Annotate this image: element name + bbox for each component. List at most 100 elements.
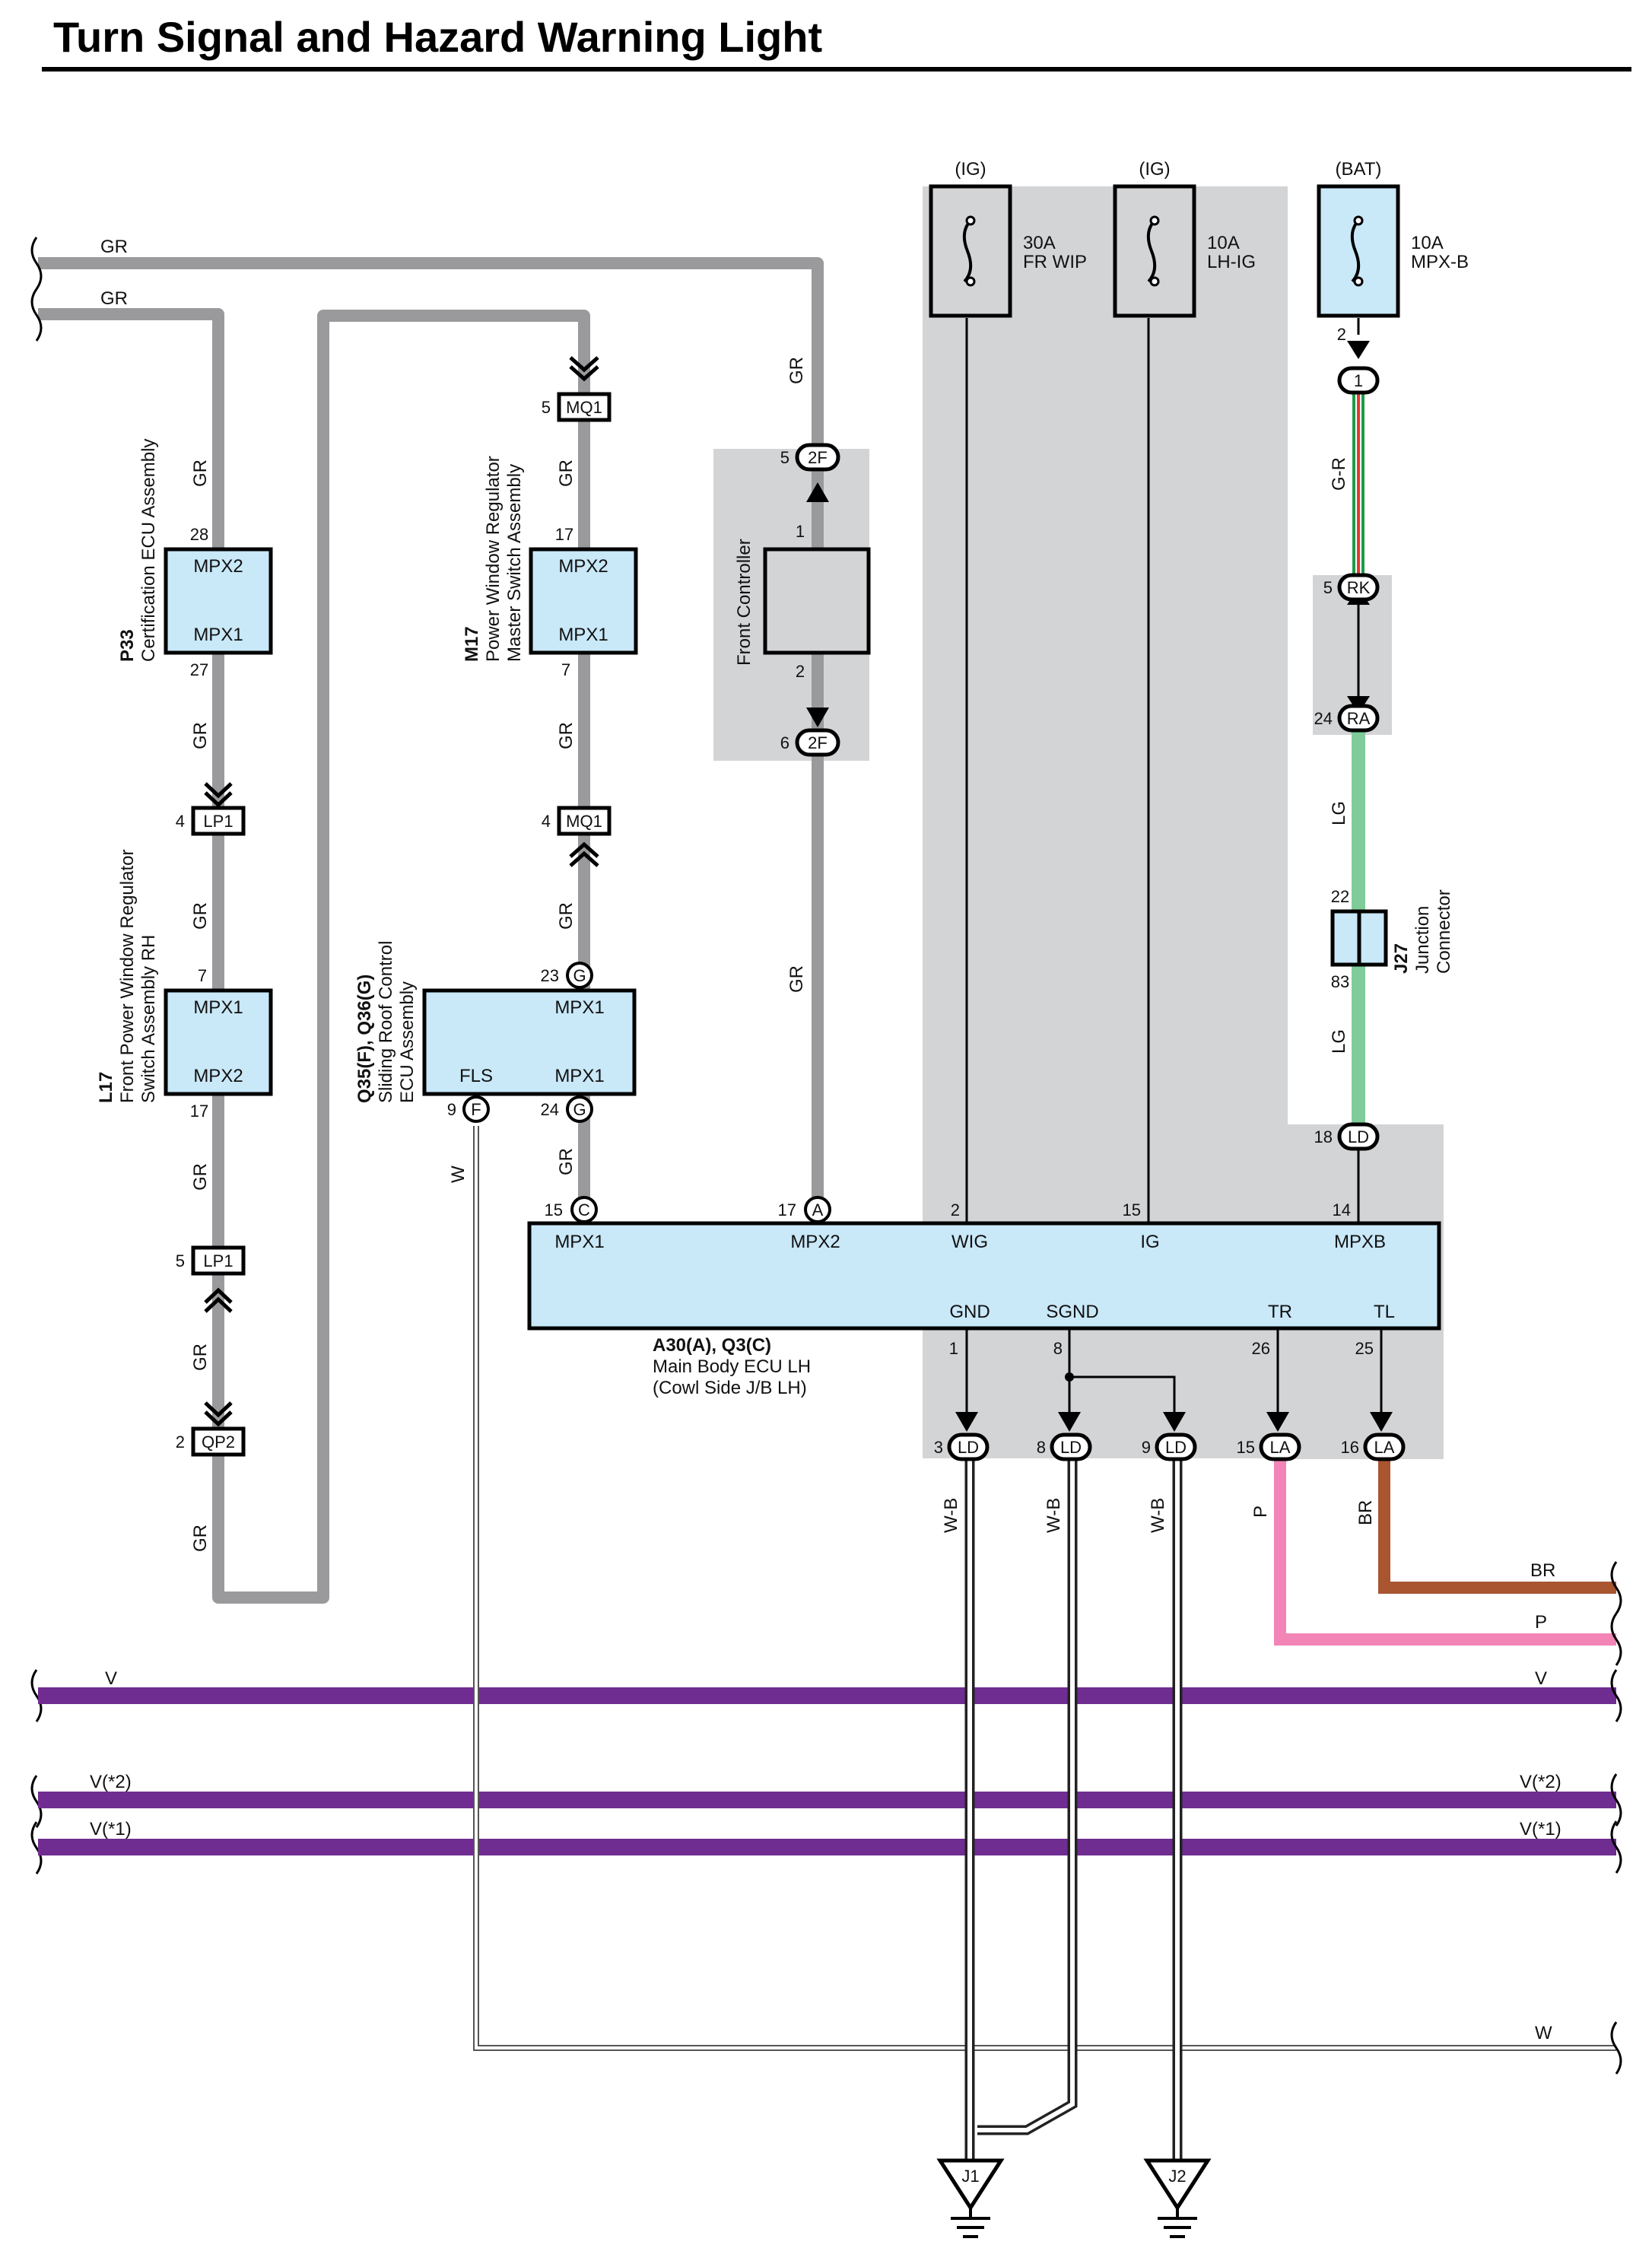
pin-label: 28 <box>190 525 208 544</box>
wire-label: P <box>1250 1506 1271 1518</box>
terminal-label: MPX2 <box>790 1232 840 1252</box>
pin-label: 1 <box>949 1339 958 1358</box>
w-wire <box>473 1126 1616 2051</box>
connector-code: MQ1 <box>566 812 602 831</box>
rect-connectors: MQ1 5 LP1 4 MQ1 4 LP1 5 QP2 2 <box>176 392 612 1457</box>
pin-label: 5 <box>1323 578 1333 597</box>
connector-lp1-upper: LP1 4 <box>176 806 246 836</box>
connector-code: 1 <box>1354 371 1363 390</box>
wire-label: V(*1) <box>1520 1819 1561 1840</box>
component-name: Switch Assembly RH <box>138 935 159 1103</box>
connector-la-16: LA 16 <box>1341 1432 1406 1461</box>
wire-label: BR <box>1530 1560 1555 1581</box>
wire-label: W-B <box>1044 1498 1064 1533</box>
connector-ld-3: LD 3 <box>934 1432 990 1461</box>
connector-ra: RA 24 <box>1314 704 1380 733</box>
terminal-conn: A <box>812 1200 824 1219</box>
ground-j2: J2 <box>1143 2158 1212 2238</box>
break-mark <box>1610 1669 1622 1722</box>
component-code: L17 <box>96 1072 116 1103</box>
connector-ld-8: LD 8 <box>1037 1432 1092 1461</box>
wire-label: GR <box>190 1343 211 1371</box>
component-name: ECU Assembly <box>397 981 418 1103</box>
terminal-label: GND <box>949 1302 990 1322</box>
terminal-label: MPX2 <box>558 556 608 577</box>
component-name: Power Window Regulator <box>483 456 504 662</box>
break-mark <box>1610 2021 1622 2075</box>
terminal-label: MPX2 <box>193 1066 243 1086</box>
pin-label: 22 <box>1331 887 1349 906</box>
component-name: Front Controller <box>734 539 755 666</box>
fuse-icon <box>962 219 973 283</box>
violet-wires <box>38 1687 1616 1855</box>
pin-label: 26 <box>1252 1339 1270 1358</box>
pin-label: 5 <box>176 1251 185 1270</box>
pin-label: 16 <box>1341 1438 1359 1457</box>
pin-label: 24 <box>541 1100 559 1119</box>
component-code: J27 <box>1391 943 1412 974</box>
pin-label: 1 <box>796 522 805 541</box>
component-code: M17 <box>462 626 482 662</box>
main-body-ecu: MPX1 MPX2 WIG IG MPXB GND SGND TR TL C 1… <box>527 1196 1441 1398</box>
component-box <box>529 547 638 655</box>
connector-code: LP1 <box>203 1251 233 1270</box>
wire-label: GR <box>786 357 807 384</box>
fuse-amp: 10A <box>1411 233 1444 253</box>
wire-label: V(*2) <box>1520 1772 1561 1792</box>
fuse-name: MPX-B <box>1411 252 1469 272</box>
fuse-10a-lh-ig: (IG) 10A LH-IG <box>1113 159 1256 318</box>
pin-label: 18 <box>1314 1127 1333 1146</box>
fuse-icon <box>1350 219 1361 283</box>
terminal-conn: C <box>578 1200 590 1219</box>
terminal-circle <box>566 962 593 989</box>
pin-label: 8 <box>1053 1339 1063 1358</box>
pin-label: 9 <box>1142 1438 1151 1457</box>
l17-component: MPX1 MPX2 7 17 L17 Front Power Window Re… <box>96 850 273 1121</box>
fuse-icon <box>1146 219 1157 283</box>
wire-label: V <box>105 1668 117 1689</box>
ground-label: J2 <box>1168 2167 1186 2186</box>
wire-label: GR <box>556 902 577 930</box>
pin-label: 8 <box>1037 1438 1046 1457</box>
terminal-circle <box>570 1196 598 1223</box>
fuse-box <box>1317 184 1400 318</box>
break-mark <box>30 1775 43 1828</box>
connector-2f-top: 2F 5 <box>780 443 840 472</box>
wire-label: V(*1) <box>90 1819 132 1840</box>
gr-wires <box>38 257 824 1604</box>
component-name: Certification ECU Assembly <box>138 439 159 662</box>
component-box <box>164 547 273 655</box>
m17-component: MPX2 MPX1 17 7 M17 Power Window Regulato… <box>462 456 638 679</box>
component-name: Master Switch Assembly <box>504 464 525 662</box>
component-code: A30(A), Q3(C) <box>653 1335 771 1356</box>
terminal-label: MPX1 <box>554 1232 604 1252</box>
pin-label: 4 <box>176 812 185 831</box>
page-title: Turn Signal and Hazard Warning Light <box>53 13 823 61</box>
g-r-wire <box>1352 392 1364 586</box>
wire-label: GR <box>190 722 211 749</box>
pin-label: 23 <box>541 966 559 985</box>
pin-label: 2 <box>1337 325 1346 344</box>
wire-label: GR <box>556 722 577 749</box>
connector-2f-bottom: 2F 6 <box>780 728 840 757</box>
connector-la-15: LA 15 <box>1237 1432 1301 1461</box>
pin-label: 83 <box>1331 972 1349 991</box>
pin-label: 14 <box>1333 1200 1351 1219</box>
oval-connectors: 2F 5 2F 6 1 RK 5 RA 24 LD 18 LD <box>780 366 1406 1461</box>
connector-code: LD <box>958 1438 979 1457</box>
break-marks-right <box>1610 1561 1622 2075</box>
connector-code: LD <box>1348 1127 1369 1146</box>
ground-label: J1 <box>961 2167 979 2186</box>
terminal-label: MPX1 <box>554 1066 604 1086</box>
wire-label: GR <box>556 1148 577 1175</box>
pin-label: 6 <box>780 733 789 752</box>
terminal-label: MPX1 <box>193 997 243 1018</box>
wire-label: GR <box>190 459 211 487</box>
wire-label: V(*2) <box>90 1772 132 1792</box>
wire-label: GR <box>190 1163 211 1191</box>
pin-label: 2 <box>951 1200 960 1219</box>
ground-triangle <box>1143 2158 1212 2212</box>
component-name: Front Power Window Regulator <box>117 850 138 1103</box>
wire-label: LG <box>1329 1029 1349 1054</box>
pin-label: 15 <box>1237 1438 1255 1457</box>
